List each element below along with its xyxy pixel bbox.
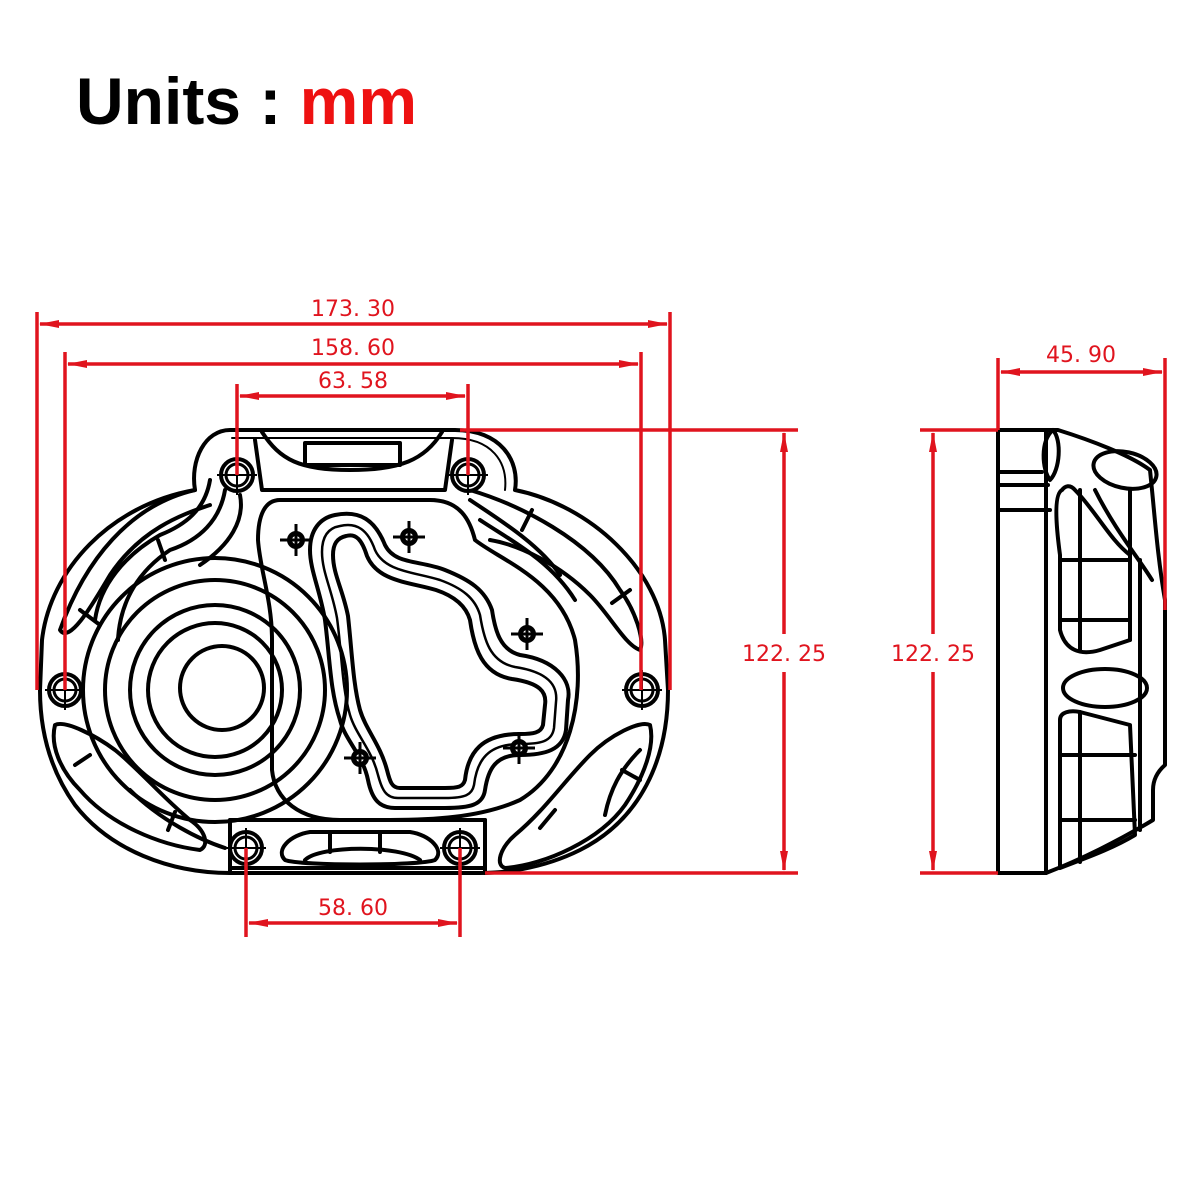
dim-outer-bolt-span: 158. 60: [311, 336, 395, 361]
tapped-hole: [278, 522, 314, 558]
dim-front-height: 122. 25: [742, 642, 826, 667]
bearing-outer-ring: [81, 556, 349, 824]
front-outer-outline: [38, 428, 670, 875]
side-oval-port: [1061, 667, 1149, 709]
tapped-hole: [342, 740, 378, 776]
units-title: Units : mm: [76, 68, 417, 134]
units-value: mm: [299, 64, 418, 138]
dim-overall-width: 173. 30: [311, 297, 395, 322]
tapped-hole: [509, 616, 545, 652]
dim-bottom-bolt-span: 58. 60: [318, 896, 388, 921]
dimension-labels: 173. 30 158. 60 63. 58 58. 60 122. 25 12…: [311, 297, 1116, 921]
dim-side-depth: 45. 90: [1046, 343, 1116, 368]
dim-side-height: 122. 25: [891, 642, 975, 667]
tapped-hole: [391, 519, 427, 555]
front-view: [38, 428, 670, 875]
top-scoop: [260, 430, 444, 472]
dimension-lines: [35, 312, 1167, 937]
dim-top-bolt-span: 63. 58: [318, 369, 388, 394]
bearing-bore: [178, 644, 266, 732]
side-view: [996, 428, 1167, 875]
gasket-outline: [308, 511, 571, 810]
inner-panel: [256, 498, 580, 822]
tapped-hole: [501, 730, 537, 766]
bottom-scoop: [279, 830, 441, 867]
units-label: Units :: [76, 64, 282, 138]
